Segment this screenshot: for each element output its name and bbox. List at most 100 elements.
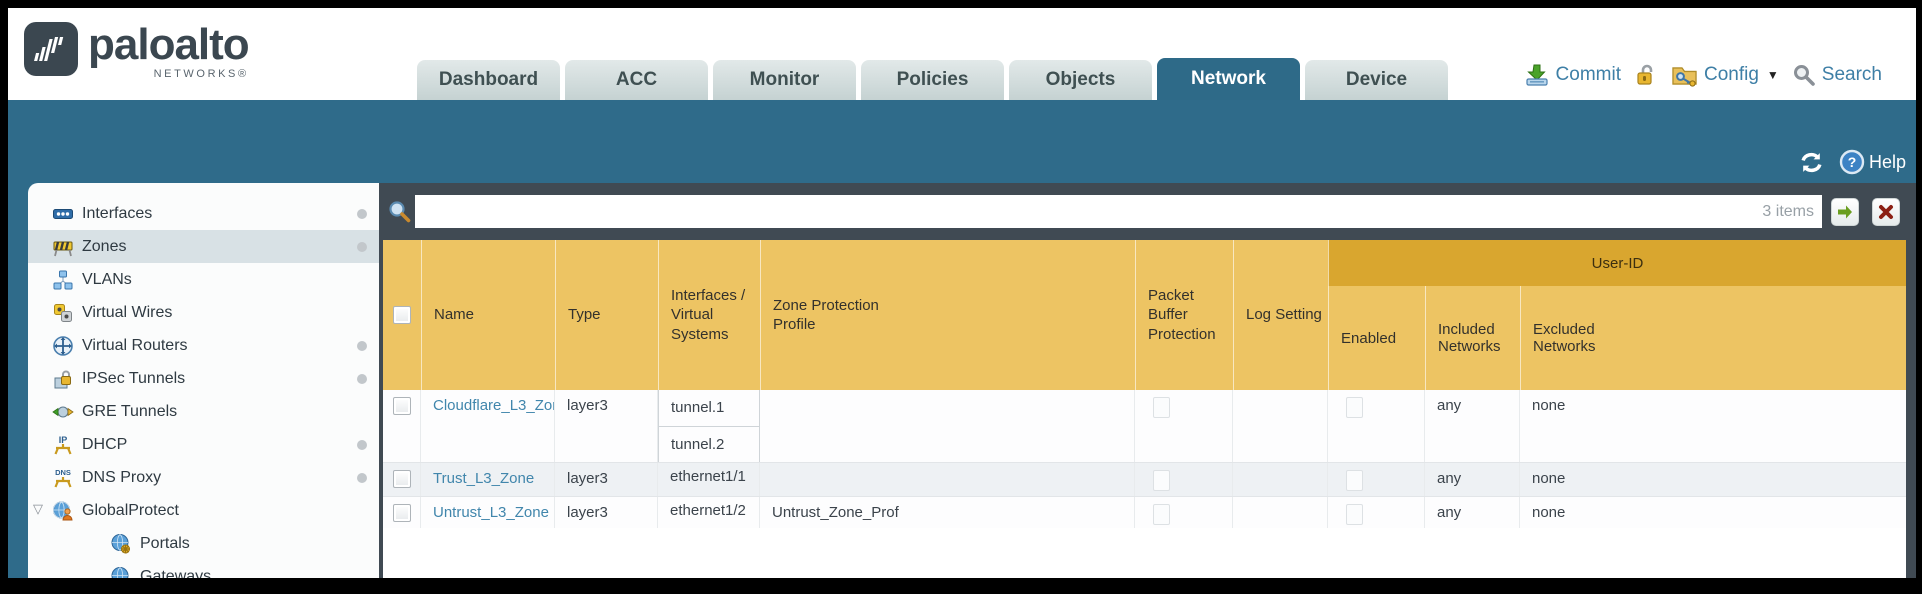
sidebar-item-zones[interactable]: Zones	[28, 230, 379, 263]
help-icon: ?	[1839, 149, 1865, 175]
zone-name-link[interactable]: Untrust_L3_Zone	[433, 504, 549, 521]
tab-policies[interactable]: Policies	[861, 60, 1004, 100]
packet-buffer-protection-checkbox[interactable]	[1153, 504, 1170, 525]
packet-buffer-protection-checkbox[interactable]	[1153, 397, 1170, 418]
teal-band: ? Help	[8, 100, 1916, 183]
svg-text:?: ?	[1848, 154, 1857, 170]
sidebar-item-interfaces[interactable]: Interfaces	[28, 197, 379, 230]
green-arrow-icon	[1838, 205, 1852, 218]
col-header-log-setting[interactable]: Log Setting	[1233, 240, 1328, 390]
sidebar-item-ipsec-tunnels[interactable]: IPSec Tunnels	[28, 362, 379, 395]
log-setting-cell	[1233, 463, 1328, 496]
included-networks-cell: any	[1425, 390, 1520, 462]
log-setting-cell	[1233, 390, 1328, 462]
user-id-enabled-cell	[1328, 463, 1425, 496]
sidebar-item-gre-tunnels[interactable]: GRE Tunnels	[28, 395, 379, 428]
packet-buffer-protection-cell	[1135, 497, 1233, 530]
packet-buffer-protection-checkbox[interactable]	[1153, 470, 1170, 491]
sidebar-item-label: DHCP	[82, 435, 128, 453]
filter-input[interactable]	[415, 195, 1822, 228]
commit-button[interactable]: Commit	[1524, 62, 1621, 88]
zone-type-cell: layer3	[555, 497, 658, 530]
sidebar-item-virtual-routers[interactable]: Virtual Routers	[28, 329, 379, 362]
select-all-checkbox[interactable]	[393, 306, 411, 324]
chevron-down-icon: ▼	[1766, 68, 1779, 82]
sidebar-item-gateways[interactable]: Gateways	[28, 560, 379, 578]
col-header-interfaces[interactable]: Interfaces / Virtual Systems	[658, 240, 760, 390]
header-tools: Commit Config ▼	[1524, 62, 1882, 88]
zone-name-link[interactable]: Trust_L3_Zone	[433, 470, 535, 487]
table-footer-area	[383, 528, 1906, 578]
zones-table-header: Name Type Interfaces / Virtual Systems Z…	[383, 240, 1906, 390]
interface-entry: tunnel.1	[671, 399, 725, 416]
zone-name-link[interactable]: Cloudflare_L3_Zone	[433, 397, 554, 414]
sidebar-item-label: Zones	[82, 237, 127, 255]
sidebar-item-globalprotect[interactable]: ▽ GlobalProtect	[28, 494, 379, 527]
user-id-group-header: User-ID	[1328, 240, 1906, 286]
gre-tunnels-icon	[52, 401, 74, 423]
apply-filter-button[interactable]	[1831, 197, 1859, 226]
row-checkbox[interactable]	[392, 397, 411, 415]
zone-name-cell: Cloudflare_L3_Zone	[421, 390, 555, 462]
zone-interfaces-cell: tunnel.1 tunnel.2	[658, 390, 760, 462]
tab-network[interactable]: Network	[1157, 58, 1300, 100]
col-header-type[interactable]: Type	[555, 240, 658, 390]
col-header-zone-protection-profile[interactable]: Zone Protection Profile	[760, 240, 1135, 390]
row-checkbox[interactable]	[392, 504, 411, 522]
config-menu-button[interactable]: Config ▼	[1671, 62, 1779, 88]
user-id-enabled-checkbox[interactable]	[1346, 470, 1363, 491]
zone-type-cell: layer3	[555, 463, 658, 496]
sidebar-item-virtual-wires[interactable]: Virtual Wires	[28, 296, 379, 329]
interface-entry: ethernet1/1	[670, 468, 746, 485]
refresh-icon[interactable]	[1798, 150, 1825, 175]
sidebar-item-label: Virtual Routers	[82, 336, 188, 354]
sidebar-item-label: DNS Proxy	[82, 468, 162, 486]
brand-name: paloalto	[88, 20, 250, 69]
zone-row-cloudflare-l3-zone: Cloudflare_L3_Zonelayer3tunnel.1tunnel.2…	[383, 390, 1906, 463]
expander-triangle-icon[interactable]: ▽	[33, 501, 43, 516]
sidebar-item-label: GlobalProtect	[82, 501, 179, 519]
sidebar-item-portals[interactable]: Portals	[28, 527, 379, 560]
user-id-enabled-checkbox[interactable]	[1346, 397, 1363, 418]
filter-magnifier-icon	[385, 199, 415, 225]
sidebar-item-label: Interfaces	[82, 204, 153, 222]
col-header-packet-buffer-protection[interactable]: Packet Buffer Protection	[1135, 240, 1233, 390]
tab-dashboard[interactable]: Dashboard	[417, 60, 560, 100]
user-id-enabled-checkbox[interactable]	[1346, 504, 1363, 525]
item-dot	[357, 439, 367, 450]
item-dot	[357, 241, 367, 252]
config-icon	[1672, 67, 1697, 87]
item-dot	[357, 340, 367, 351]
zones-table-body: Cloudflare_L3_Zone layer3 tunnel.1 tunnel.2…	[383, 390, 1906, 531]
help-button[interactable]: ? Help	[1839, 149, 1906, 175]
row-checkbox[interactable]	[392, 470, 411, 488]
item-dot	[357, 472, 367, 483]
col-header-enabled[interactable]: Enabled	[1328, 286, 1425, 390]
col-header-excluded-networks[interactable]: Excluded Networks	[1520, 286, 1906, 390]
red-x-icon	[1879, 204, 1893, 219]
item-dot	[357, 373, 367, 384]
paloalto-logo-icon	[24, 22, 78, 76]
tab-acc[interactable]: ACC	[565, 60, 708, 100]
lock-button[interactable]	[1634, 63, 1658, 87]
clear-filter-button[interactable]	[1872, 197, 1900, 226]
excluded-networks-cell: none	[1532, 397, 1566, 414]
tab-device[interactable]: Device	[1305, 60, 1448, 100]
tab-monitor[interactable]: Monitor	[713, 60, 856, 100]
sidebar-item-vlans[interactable]: VLANs	[28, 263, 379, 296]
search-button[interactable]: Search	[1792, 63, 1882, 87]
zone-protection-profile-cell	[760, 463, 1135, 496]
col-header-name[interactable]: Name	[421, 240, 555, 390]
user-id-enabled-cell	[1328, 390, 1425, 462]
interface-entry: ethernet1/2	[670, 502, 746, 519]
col-header-included-networks[interactable]: Included Networks	[1425, 286, 1520, 390]
tab-objects[interactable]: Objects	[1009, 60, 1152, 100]
interface-entry: tunnel.2	[659, 426, 759, 462]
